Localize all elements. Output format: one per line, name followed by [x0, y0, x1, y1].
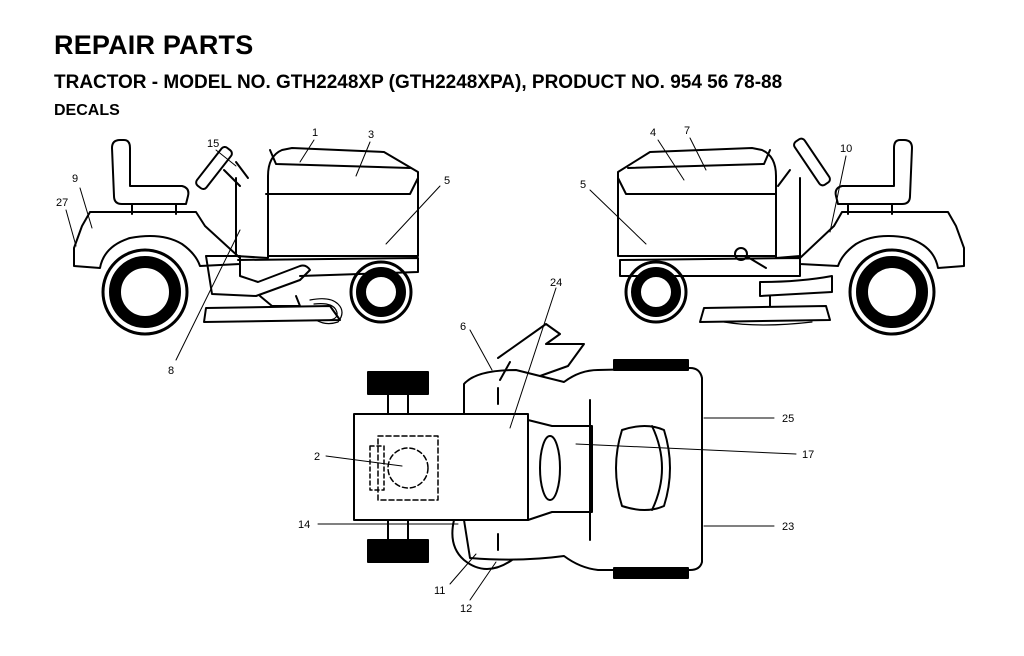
- callout-numbers: 1 3 15 5 9 27 8 4 7 5 10 24 6 2 14 11 12…: [56, 125, 852, 615]
- callout-7: 7: [684, 125, 690, 137]
- callout-17: 17: [802, 449, 814, 461]
- tractor-top-view: [353, 323, 703, 579]
- callout-15: 15: [207, 138, 219, 150]
- tractor-right-side-view: [617, 137, 965, 336]
- callout-5-right: 5: [580, 179, 586, 191]
- callout-1: 1: [312, 127, 318, 139]
- model-subtitle: TRACTOR - MODEL NO. GTH2248XP (GTH2248XP…: [54, 72, 783, 93]
- callout-8: 8: [168, 365, 174, 377]
- callout-5-left: 5: [444, 175, 450, 187]
- leader-lines: [65, 137, 847, 601]
- callout-11: 11: [434, 585, 445, 597]
- section-heading: DECALS: [54, 102, 120, 119]
- callout-4: 4: [650, 127, 656, 139]
- callout-14: 14: [298, 519, 310, 531]
- callout-27: 27: [56, 197, 68, 209]
- page-title: REPAIR PARTS: [54, 30, 254, 60]
- callout-12: 12: [460, 603, 472, 615]
- callout-10: 10: [840, 143, 852, 155]
- callout-23: 23: [782, 521, 794, 533]
- callout-24: 24: [550, 277, 562, 289]
- callout-25: 25: [782, 413, 794, 425]
- callout-6: 6: [460, 321, 466, 333]
- callout-3: 3: [368, 129, 374, 141]
- callout-9: 9: [72, 173, 78, 185]
- callout-2: 2: [314, 451, 320, 463]
- tractor-left-side-view: [73, 139, 419, 336]
